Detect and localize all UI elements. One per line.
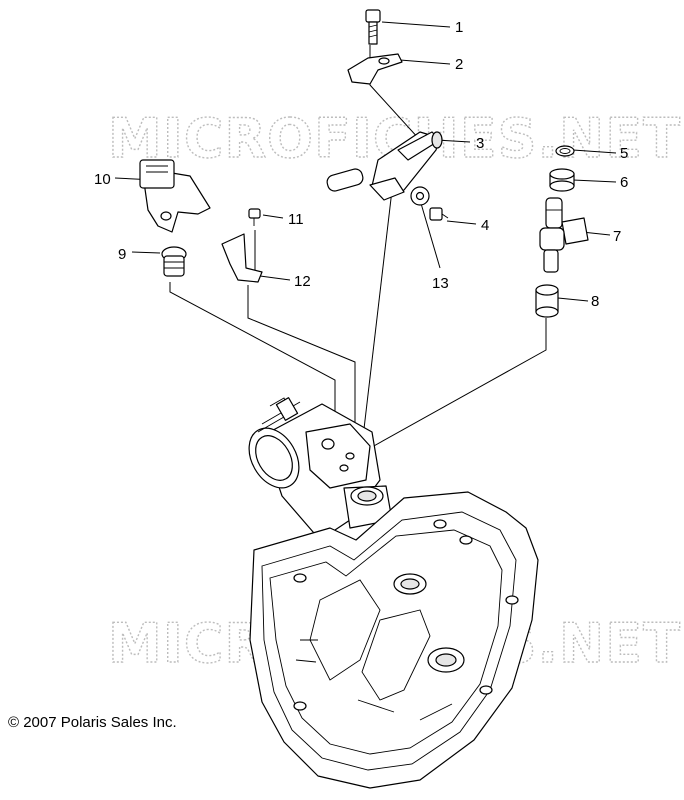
- callout-8: 8: [591, 293, 599, 310]
- small-bracket-part: [221, 233, 263, 283]
- callout-9: 9: [118, 246, 126, 263]
- callout-10: 10: [94, 171, 111, 188]
- seal-part: [549, 168, 575, 192]
- copyright-notice: © 2007 Polaris Sales Inc.: [8, 714, 177, 731]
- sensor-part: [139, 159, 211, 233]
- callout-1: 1: [455, 19, 463, 36]
- fuel-rail-part: [326, 131, 443, 201]
- bracket-part: [347, 53, 403, 85]
- fuel-injector-part: [539, 197, 589, 273]
- callout-7: 7: [613, 228, 621, 245]
- callout-5: 5: [620, 145, 628, 162]
- bolt-part: [365, 9, 381, 45]
- cylinder-head-assembly: [248, 397, 539, 789]
- callout-6: 6: [620, 174, 628, 191]
- callout-11: 11: [288, 211, 304, 228]
- callout-2: 2: [455, 56, 463, 73]
- callout-3: 3: [476, 135, 484, 152]
- callout-12: 12: [294, 273, 311, 290]
- washer-part: [410, 186, 430, 206]
- spacer-part: [535, 284, 559, 318]
- callout-13: 13: [432, 275, 449, 292]
- plug-part: [161, 246, 187, 277]
- screw-part: [429, 207, 449, 221]
- callout-4: 4: [481, 217, 489, 234]
- leader-lines: [114, 21, 617, 488]
- small-screw-part: [248, 208, 261, 226]
- o-ring-part: [555, 145, 575, 157]
- callout-labels: 1 2 3 4 5 6 7 8 9 10 11 12 13: [94, 19, 628, 310]
